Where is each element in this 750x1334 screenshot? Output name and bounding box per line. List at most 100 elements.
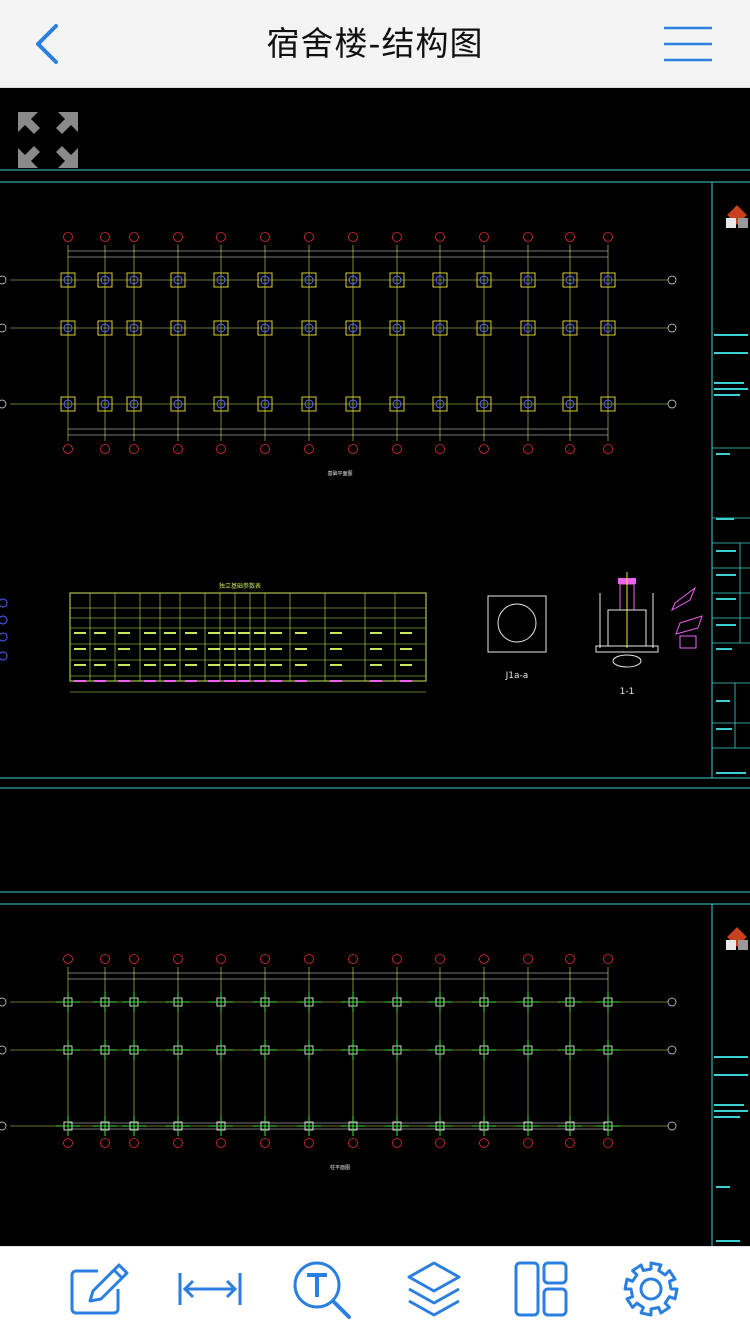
edit-button[interactable] <box>64 1257 134 1321</box>
column-mark <box>392 399 402 409</box>
axis-bubble <box>348 954 358 964</box>
table-cell-mark <box>270 632 282 634</box>
footing <box>301 272 317 288</box>
table-cell-mark <box>208 632 220 634</box>
settings-button[interactable] <box>616 1257 686 1321</box>
table-cell-mark <box>208 680 220 682</box>
text-search-icon <box>293 1261 351 1319</box>
column-mark <box>348 323 358 333</box>
table-cell-mark <box>94 632 106 634</box>
detail-plan-view: J1a-a <box>487 595 547 681</box>
footing <box>476 396 492 412</box>
table-cell-mark <box>74 648 86 650</box>
axis-bubble <box>565 444 575 454</box>
footing <box>432 396 448 412</box>
column-mark <box>565 275 575 285</box>
company-logo <box>726 205 748 228</box>
footing <box>520 320 536 336</box>
column-mark <box>304 275 314 285</box>
menu-button[interactable] <box>662 24 714 64</box>
table-cell-mark <box>238 648 250 650</box>
legend-symbols <box>0 598 8 661</box>
table-cell-mark <box>224 680 236 682</box>
footing <box>600 396 616 412</box>
footing <box>126 396 142 412</box>
axis-bubble <box>216 444 226 454</box>
axis-bubble <box>260 232 270 242</box>
column-mark <box>100 275 110 285</box>
fullscreen-button[interactable] <box>16 110 80 170</box>
footing <box>97 272 113 288</box>
axis-bubble <box>173 444 183 454</box>
table-cell-mark <box>118 632 130 634</box>
table-cell-mark <box>254 648 266 650</box>
axis-bubble <box>479 954 489 964</box>
layout-button[interactable] <box>506 1257 576 1321</box>
axis-bubble <box>173 232 183 242</box>
footing <box>389 320 405 336</box>
table-cell-mark <box>94 648 106 650</box>
footing <box>600 272 616 288</box>
table-cell-mark <box>164 664 176 666</box>
footing <box>170 396 186 412</box>
table-cell-mark <box>208 664 220 666</box>
table-cell-mark <box>400 680 412 682</box>
drawing-canvas[interactable]: 基础平面图 <box>0 88 750 1246</box>
column-mark <box>260 323 270 333</box>
footing <box>170 320 186 336</box>
column-mark <box>479 399 489 409</box>
column-mark <box>392 323 402 333</box>
column-mark <box>603 275 613 285</box>
footing <box>562 320 578 336</box>
plan-caption: 基础平面图 <box>327 470 352 477</box>
chevron-left-icon <box>36 24 58 64</box>
footing <box>476 320 492 336</box>
footing <box>520 272 536 288</box>
footing <box>126 272 142 288</box>
text-search-button[interactable] <box>287 1257 357 1321</box>
measure-button[interactable] <box>175 1257 245 1321</box>
axis-bubble <box>0 323 7 333</box>
footing <box>520 396 536 412</box>
footing <box>562 272 578 288</box>
column-plan: 柱平面图 <box>0 954 677 1171</box>
table-cell-mark <box>208 648 220 650</box>
table-cell-mark <box>185 648 197 650</box>
footing <box>170 272 186 288</box>
cad-drawing[interactable]: 基础平面图 <box>0 88 750 1246</box>
axis-bubble <box>216 232 226 242</box>
table-cell-mark <box>370 664 382 666</box>
table-title: 独立基础参数表 <box>219 582 261 590</box>
axis-bubble <box>0 275 7 285</box>
axis-bubble <box>216 1138 226 1148</box>
footing <box>257 396 273 412</box>
column-mark <box>173 323 183 333</box>
column-mark <box>100 399 110 409</box>
table-cell-mark <box>330 680 342 682</box>
column-mark <box>63 275 73 285</box>
column-mark <box>173 275 183 285</box>
table-cell-mark <box>238 680 250 682</box>
table-cell-mark <box>295 664 307 666</box>
title-block-text-2 <box>714 1056 748 1242</box>
column-mark <box>129 323 139 333</box>
column-mark <box>129 399 139 409</box>
footing <box>345 320 361 336</box>
table-cell-mark <box>270 680 282 682</box>
footing <box>301 396 317 412</box>
column-mark <box>216 323 226 333</box>
axis-bubble <box>100 954 110 964</box>
back-button[interactable] <box>24 18 74 70</box>
axis-bubble <box>435 1138 445 1148</box>
layers-button[interactable] <box>399 1257 469 1321</box>
column-mark <box>129 275 139 285</box>
table-cell-mark <box>238 664 250 666</box>
table-cell-mark <box>238 632 250 634</box>
axis-bubble <box>129 232 139 242</box>
axis-bubble <box>304 954 314 964</box>
footing <box>60 396 76 412</box>
axis-bubble <box>304 232 314 242</box>
table-cell-mark <box>144 632 156 634</box>
column-mark <box>348 399 358 409</box>
axis-bubble <box>565 954 575 964</box>
